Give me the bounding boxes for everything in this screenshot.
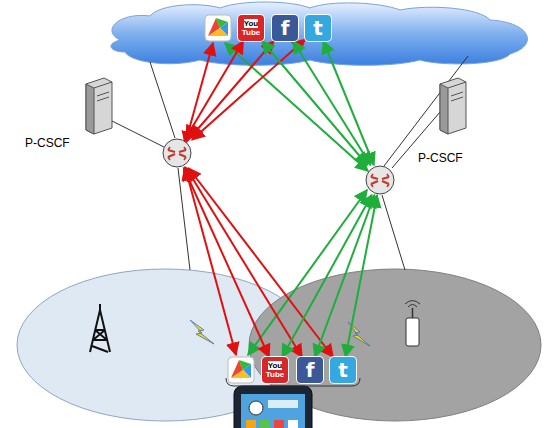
signal-arrow (189, 168, 334, 357)
signal-arrow (315, 195, 375, 357)
router-node: P-CSCF (365, 165, 395, 195)
icon-text: f (281, 17, 290, 39)
router-symbol (365, 165, 395, 195)
app-icon: f (297, 357, 323, 383)
app-icon: t (305, 15, 331, 41)
node-label: P-CSCF (418, 151, 463, 165)
mobile-phone (234, 386, 312, 428)
app-icon: t (330, 357, 356, 383)
signal-arrow (186, 168, 302, 357)
app-icon: You Tube (238, 15, 264, 41)
signal-arrow (192, 40, 305, 140)
app-icon (228, 357, 254, 383)
signal-arrow (323, 41, 374, 165)
signal-arrow (262, 41, 367, 165)
icon-text: t (313, 17, 323, 39)
internet-cloud (111, 2, 528, 65)
app-icon: You Tube (262, 357, 288, 383)
signal-arrow (190, 41, 274, 138)
app-icon: f (272, 15, 298, 41)
node-label: P-CSCF (25, 136, 70, 150)
router-node: P-CSCF (162, 138, 192, 168)
signal-arrow (184, 168, 269, 357)
server (86, 78, 112, 134)
signal-arrow (346, 195, 378, 357)
router-symbol (162, 138, 192, 168)
app-icon (205, 15, 231, 41)
signal-arrow (186, 41, 243, 138)
cell-tower (90, 304, 110, 352)
access-point (405, 301, 420, 347)
wired-links (110, 56, 468, 270)
signal-arrow (282, 195, 372, 357)
icon-text: t (338, 359, 348, 381)
wireless-link (190, 320, 214, 344)
icon-text: You Tube (264, 361, 286, 379)
server (440, 78, 466, 134)
icon-text: f (306, 359, 315, 381)
icon-text: You Tube (240, 19, 262, 37)
